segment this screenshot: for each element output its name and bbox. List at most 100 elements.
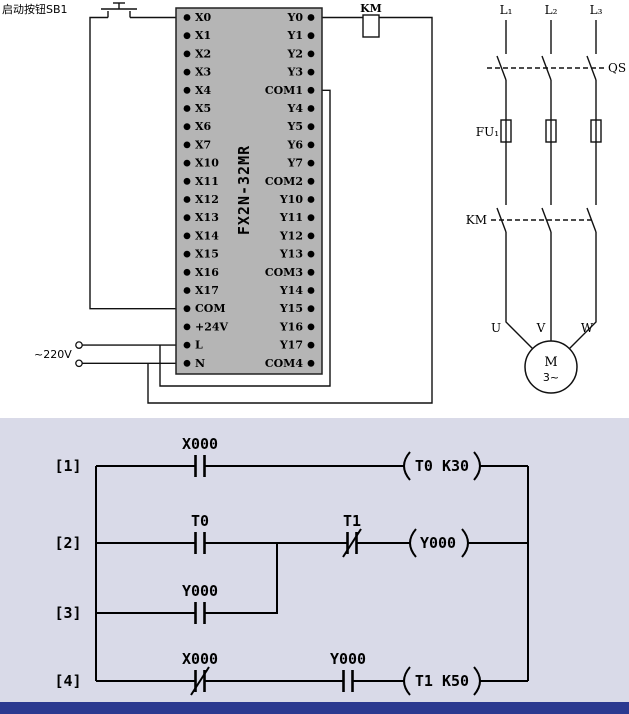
terminal-dot [307,141,315,149]
terminal-label: X11 [195,175,219,188]
terminal-dot [183,123,191,131]
output-label-w: W [581,321,594,335]
terminal-dot [307,268,315,276]
terminal-label: X2 [195,47,211,60]
terminal-label: X17 [195,284,219,297]
terminal-label: X4 [195,84,212,97]
terminal-label: Y0 [286,11,303,24]
terminal-label: X7 [195,138,211,151]
terminal-label: X12 [195,193,219,206]
terminal-label: Y7 [286,157,303,170]
terminal-dot [307,287,315,294]
terminal-label: +24V [195,320,229,333]
start-button-label: 启动按钮SB1 [2,2,68,16]
ladder-section-background [0,418,629,702]
nc-slash-x000 [190,666,210,696]
terminal-dot [183,159,191,167]
terminal-dot [307,323,315,331]
rung-3-contact-label: Y000 [182,582,218,600]
rung-4-contact-1-label: X000 [182,650,218,668]
terminal-dot [307,86,315,94]
terminal-dot [307,214,315,222]
terminal-label: X0 [195,11,212,24]
rung-3-index: [3] [54,604,81,622]
ladder-diagram: [1] X000 T0 K30 [2] T0 T1 Y000 [54,435,529,696]
phase-line-l3 [568,20,602,350]
terminal-label: COM [195,302,226,315]
coil-left-bracket [403,666,411,696]
terminal-label: Y16 [279,320,304,333]
supply-terminal-n [75,359,83,368]
terminal-dot [307,177,315,185]
power-circuit: L₁ L₂ L₃ QS FU₁ KM U V W M 3~ [466,3,626,394]
plc-wiring-lines [82,2,433,404]
terminal-label: L [195,339,203,352]
terminal-label: X10 [195,157,219,170]
plc-input-terminals: X0X1X2X3X4X5X6X7X10X11X12X13X14X15X16X17… [183,11,229,370]
terminal-label: Y15 [279,302,303,315]
terminal-label: Y5 [286,120,303,133]
phase-line-l2 [541,20,557,341]
terminal-label: Y2 [286,47,303,60]
rung-4-contact-2-label: Y000 [330,650,366,668]
terminal-label: N [195,357,205,370]
rung-4-index: [4] [54,672,81,690]
plc-wiring-diagram: ~220V KM 启动按钮SB1 FX2N-32MR X0X1X2X3X4X5X… [2,2,433,404]
ladder-rung-3: [3] Y000 [54,543,278,624]
fuse-symbol-1 [500,119,512,143]
branch-to-rung-2 [204,543,278,614]
rung-2-contact-1-label: T0 [191,512,209,530]
fuse-label: FU₁ [476,125,499,139]
terminal-label: Y1 [286,29,303,42]
terminal-label: X5 [195,102,211,115]
terminal-dot [183,86,191,94]
terminal-label: X6 [195,120,212,133]
terminal-dot [183,250,191,258]
terminal-label: Y14 [279,284,304,297]
terminal-dot [183,68,191,76]
com1-wire [159,89,331,387]
terminal-label: X3 [195,66,211,79]
terminal-dot [307,32,315,40]
terminal-label: COM4 [265,357,304,370]
contactor-label: KM [466,213,487,227]
rung-2-index: [2] [54,534,81,552]
km-coil-label: KM [360,2,382,15]
terminal-dot [307,359,315,367]
plc-model-label: FX2N-32MR [235,145,253,235]
fuse-symbol-3 [590,119,602,143]
terminal-dot [183,359,191,367]
terminal-label: X16 [195,266,219,279]
km-coil-wire [147,16,433,404]
terminal-label: Y12 [279,229,303,242]
terminal-dot [183,341,191,349]
terminal-dot [307,50,315,58]
terminal-dot [183,232,191,240]
terminal-label: Y10 [279,193,304,206]
footer-bar [0,702,629,714]
rung-4-coil-text: T1 K50 [415,672,469,690]
terminal-dot [307,250,315,258]
terminal-label: COM2 [265,175,303,188]
terminal-dot [307,341,315,349]
terminal-dot [183,50,191,58]
rung-2-contact-2-label: T1 [343,512,361,530]
plc-output-terminals: Y0Y1Y2Y3COM1Y4Y5Y6Y7COM2Y10Y11Y12Y13COM3… [265,11,315,370]
terminal-label: Y17 [279,339,303,352]
supply-terminal-l [75,341,83,349]
terminal-dot [183,287,191,294]
terminal-dot [307,105,315,112]
terminal-dot [307,232,315,240]
phase-label-l1: L₁ [500,3,513,17]
terminal-dot [307,14,315,21]
disconnect-label: QS [608,61,626,75]
output-label-u: U [491,321,501,335]
rung-1-contact-label: X000 [182,435,218,453]
output-label-v: V [536,321,546,335]
phase-label-l3: L₃ [590,3,603,17]
nc-slash-t1 [342,528,362,558]
terminal-dot [183,177,191,185]
start-button-return-wire [89,16,187,310]
